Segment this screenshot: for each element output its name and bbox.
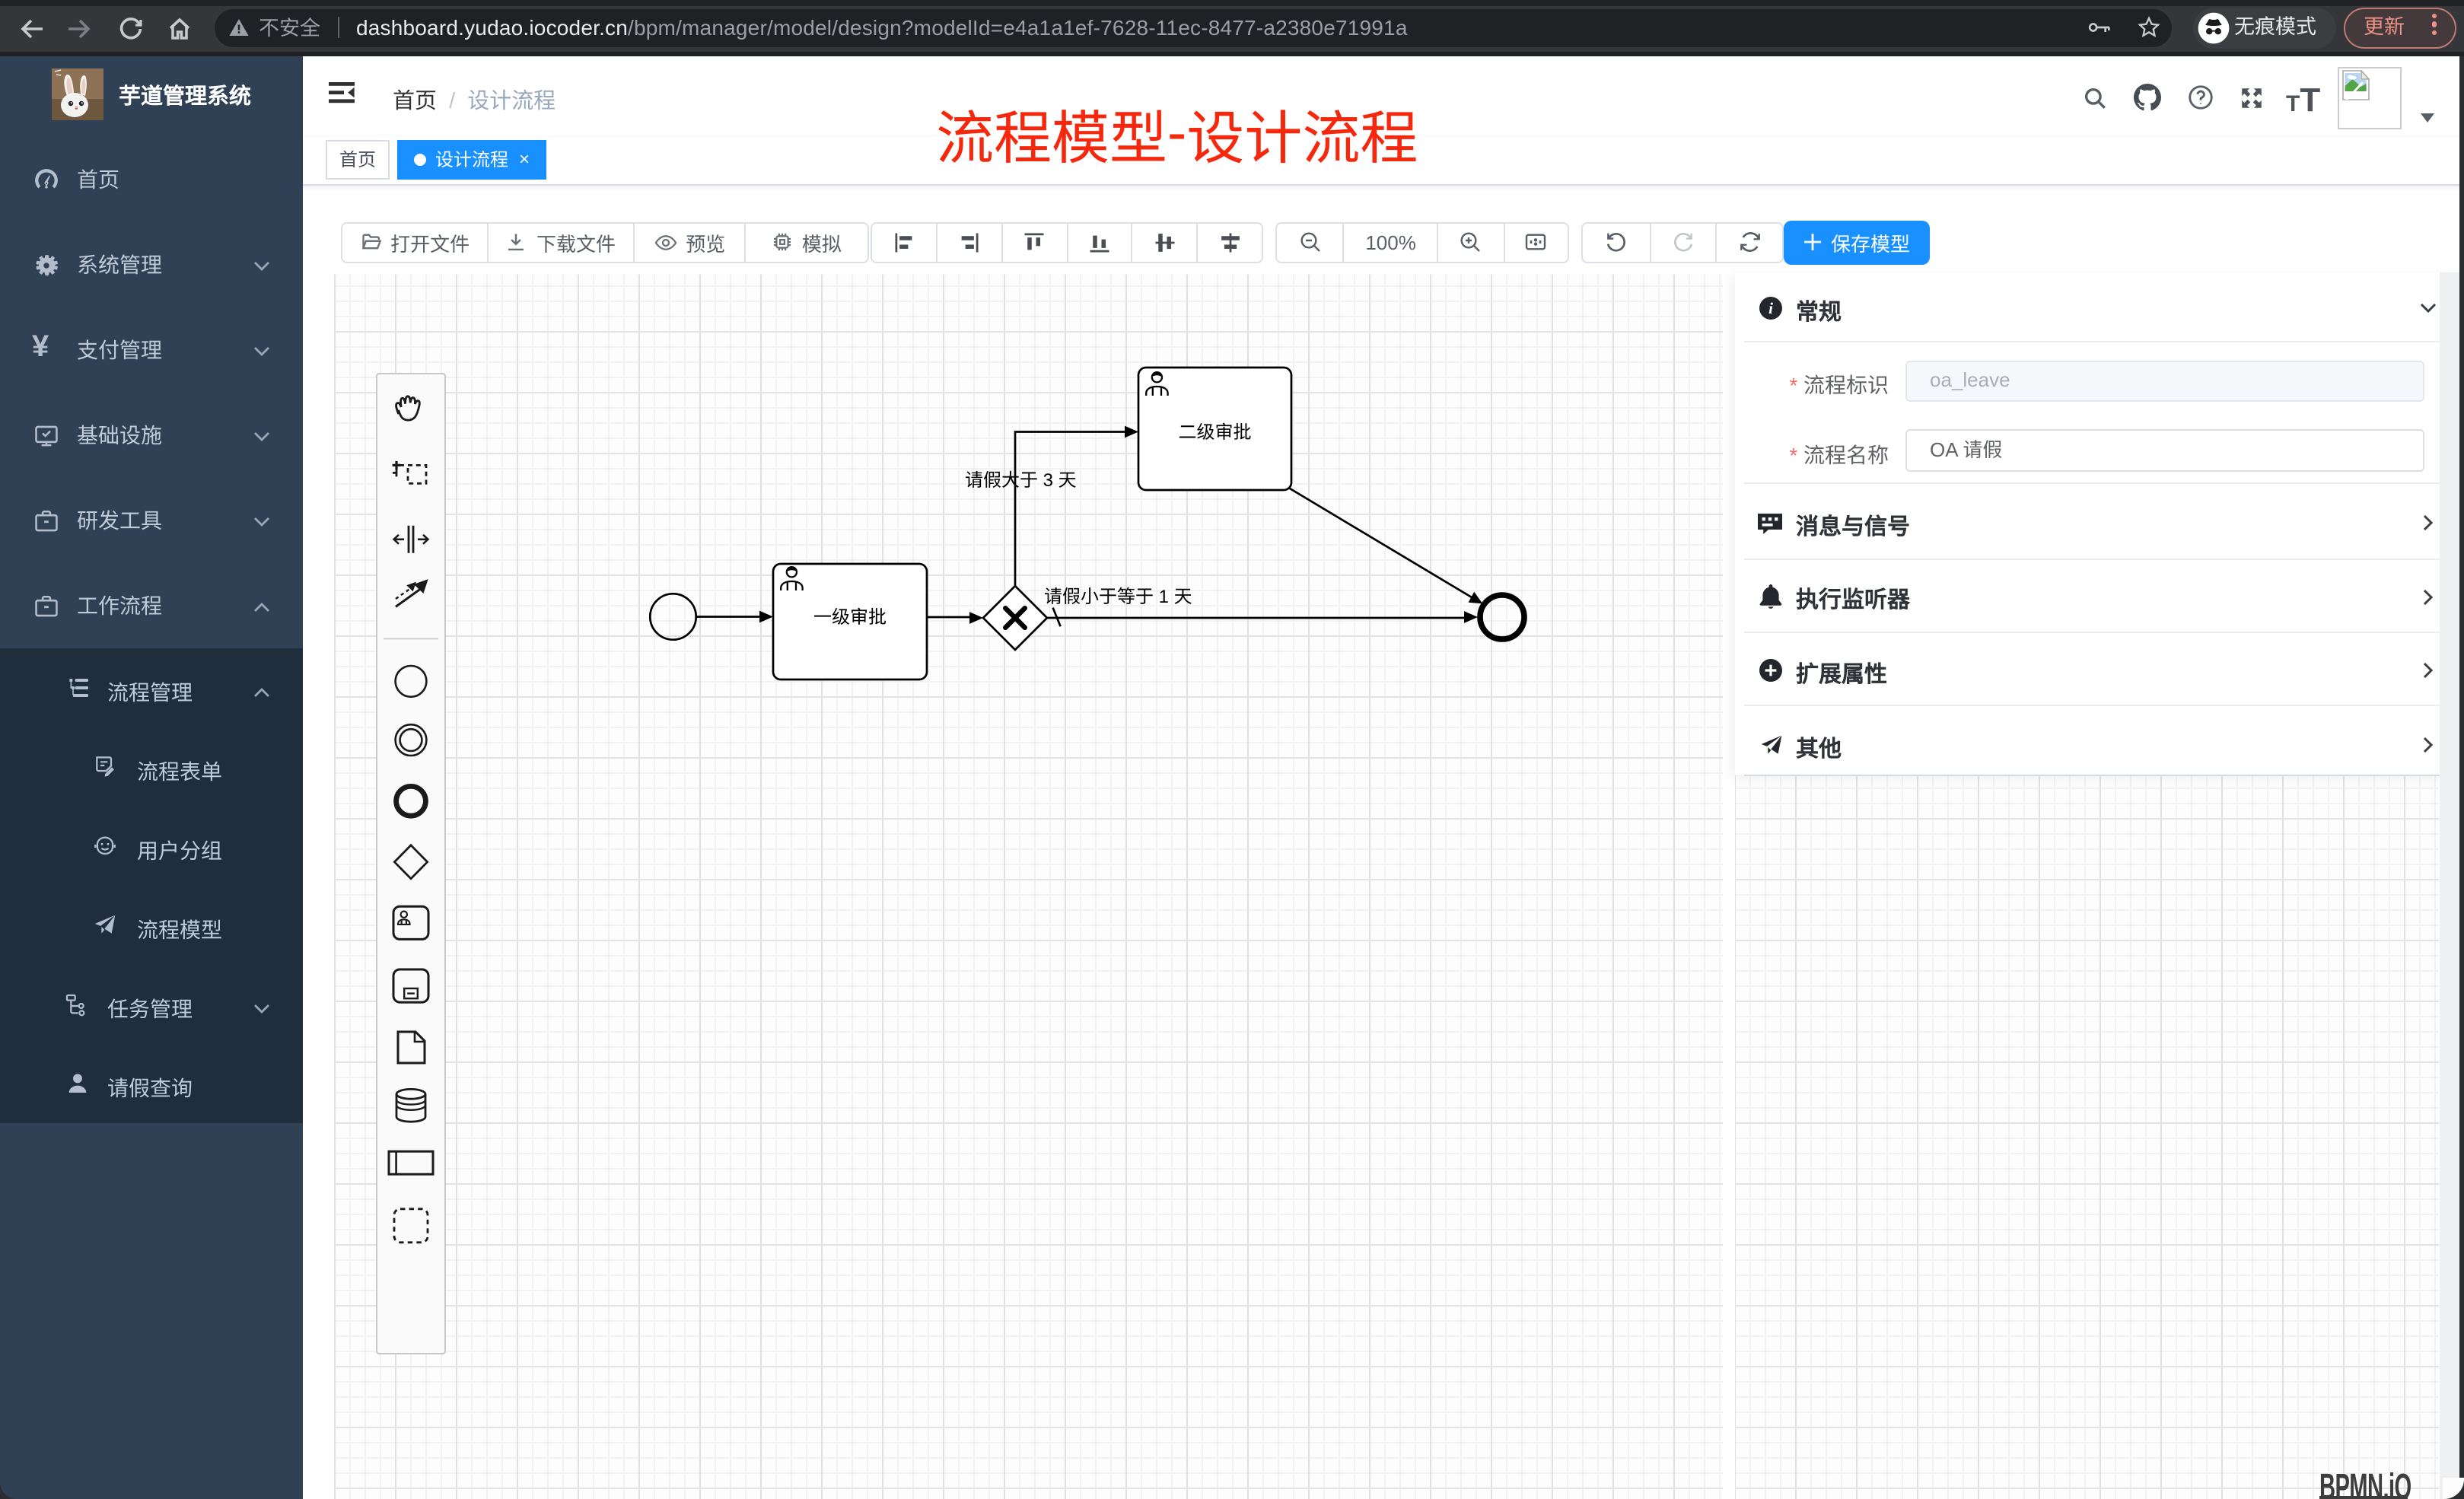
svg-text:一级审批: 一级审批 (813, 607, 887, 628)
svg-text:请假大于 3 天: 请假大于 3 天 (965, 470, 1077, 491)
svg-text:请假小于等于 1 天: 请假小于等于 1 天 (1044, 587, 1192, 607)
svg-text:i: i (1768, 299, 1773, 317)
svg-text:二级审批: 二级审批 (1179, 422, 1252, 443)
